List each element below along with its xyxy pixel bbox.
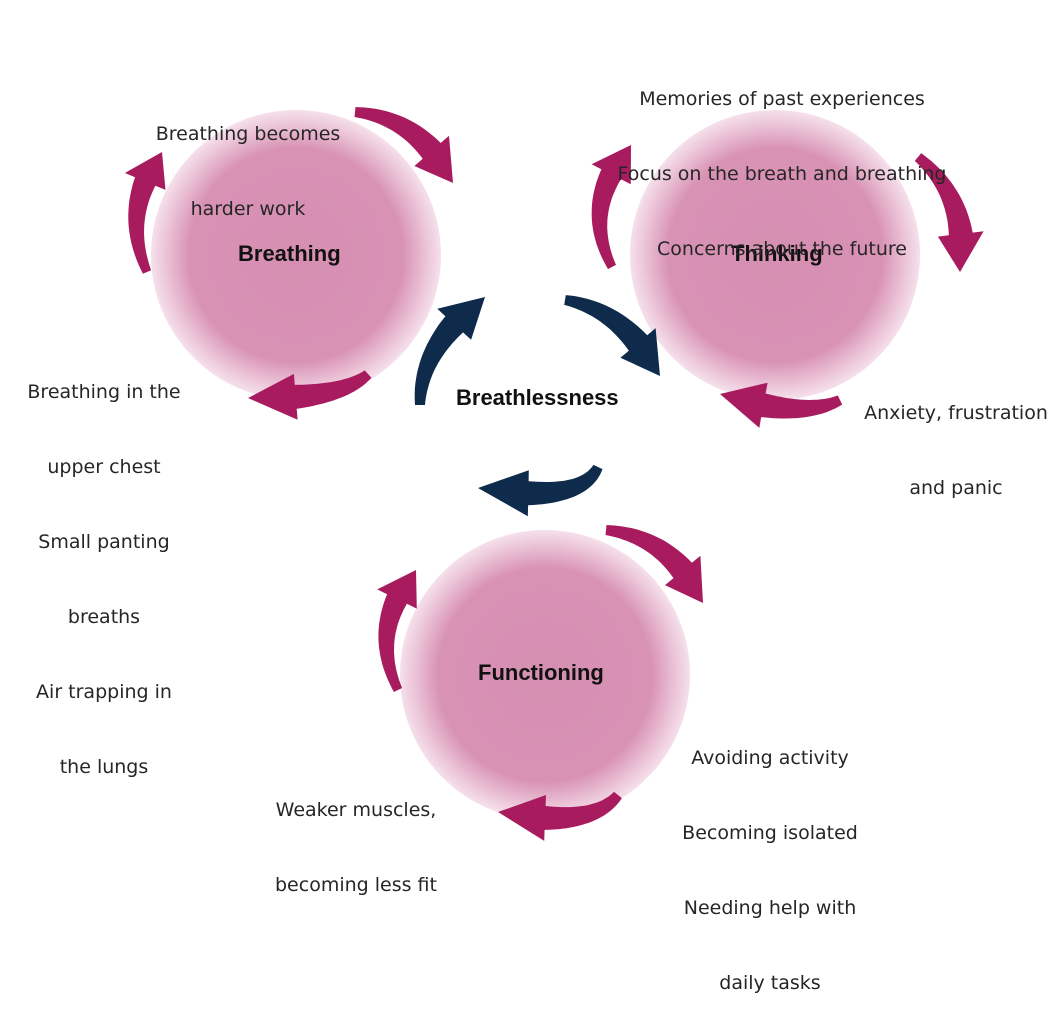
note-line: harder work xyxy=(190,198,306,220)
arrow-core-down-left xyxy=(478,464,603,517)
note-line: Memories of past experiences xyxy=(639,88,925,110)
arrow-breathing-top xyxy=(354,107,453,183)
note-line: and panic xyxy=(909,477,1003,499)
arrow-core-right xyxy=(564,295,660,376)
hub-label-breathing: Breathing xyxy=(238,241,341,266)
arrow-breathing-upper-left xyxy=(124,152,166,274)
arrow-functioning-top xyxy=(605,525,703,603)
note-line: Anxiety, frustration xyxy=(864,402,1048,424)
note-line: breaths xyxy=(67,606,141,628)
note-line: Concerns about the future xyxy=(657,238,907,260)
note-thinking-top: Memories of past experiences Focus on th… xyxy=(592,37,972,287)
note-line: Avoiding activity xyxy=(691,747,849,769)
note-line: Small panting xyxy=(38,531,170,553)
arrow-functioning-bottom xyxy=(498,791,622,841)
note-line: daily tasks xyxy=(719,972,821,994)
note-line: Air trapping in xyxy=(36,681,172,703)
note-line: upper chest xyxy=(47,456,161,478)
note-line: Breathing becomes xyxy=(155,123,341,145)
arrow-thinking-bottom xyxy=(720,382,843,428)
arrow-breathing-bottom xyxy=(248,370,372,420)
note-line: Breathing in the xyxy=(27,381,181,403)
note-breathing-top: Breathing becomes harder work xyxy=(138,72,358,247)
cycle-arrows xyxy=(124,107,984,841)
note-line: Needing help with xyxy=(683,897,857,919)
arrow-thinking-right xyxy=(914,153,984,272)
functioning-circle xyxy=(400,530,690,820)
thinking-circle xyxy=(630,110,920,400)
note-line: becoming less fit xyxy=(275,874,437,896)
note-functioning-right: Avoiding activity Becoming isolated Need… xyxy=(668,696,872,1021)
note-functioning-left: Weaker muscles, becoming less fit xyxy=(256,748,456,923)
note-line: the lungs xyxy=(59,756,149,778)
note-line: Focus on the breath and breathing xyxy=(617,163,947,185)
note-line: Weaker muscles, xyxy=(275,799,437,821)
arrow-functioning-left xyxy=(377,570,417,692)
center-label-breathlessness: Breathlessness xyxy=(456,385,619,410)
note-line: Becoming isolated xyxy=(682,822,858,844)
arrow-core-up xyxy=(414,297,485,405)
breathing-circle xyxy=(151,110,441,400)
note-breathing-left: Breathing in the upper chest Small panti… xyxy=(14,330,194,805)
arrow-thinking-upper-left xyxy=(591,145,631,270)
note-thinking-right: Anxiety, frustration and panic xyxy=(858,351,1054,526)
hub-label-functioning: Functioning xyxy=(478,660,604,685)
hub-label-thinking: Thinking xyxy=(731,241,823,266)
